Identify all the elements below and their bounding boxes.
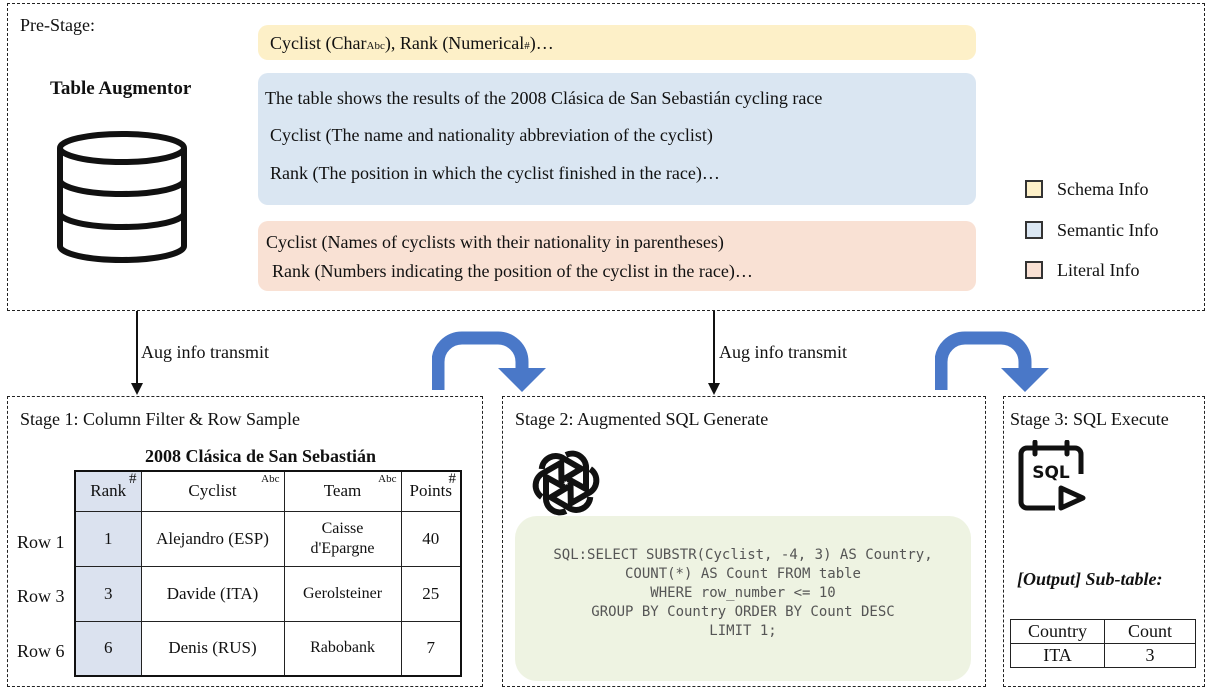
- stage2-panel: [502, 396, 986, 687]
- output-header: Count: [1104, 619, 1196, 644]
- row-label: Row 3: [17, 586, 65, 606]
- legend-label-literal: Literal Info: [1057, 260, 1140, 280]
- literal-info-box: [258, 221, 976, 291]
- stage1-panel: [7, 396, 483, 687]
- sql-line: WHERE row_number <= 10: [650, 585, 836, 601]
- sql-line: COUNT(*) AS Count FROM table: [624, 566, 861, 582]
- row-label: Row 6: [17, 641, 65, 661]
- table-cell: 7: [400, 620, 462, 677]
- literal-line: Rank (Numbers indicating the position of…: [272, 261, 753, 281]
- stage2-label: Stage 2: Augmented SQL Generate: [515, 409, 769, 429]
- curved-arrow-icon: [935, 331, 1049, 392]
- text-tag: Abc: [261, 473, 280, 485]
- table-cell: 40: [400, 510, 462, 567]
- down-arrow-stage1: [131, 311, 143, 395]
- output-header: Country: [1010, 619, 1105, 644]
- literal-line: Cyclist (Names of cyclists with their na…: [266, 232, 724, 252]
- sql-line: GROUP BY Country ORDER BY Count DESC: [591, 604, 895, 620]
- header-points: Points#: [400, 470, 462, 512]
- stage1-table-title: 2008 Clásica de San Sebastián: [145, 446, 377, 466]
- down-arrow-stage2: [708, 311, 720, 395]
- sql-code: SQL:SELECT SUBSTR(Cyclist, -4, 3) AS Cou…: [515, 546, 971, 641]
- prestage-label: Pre-Stage:: [20, 15, 95, 35]
- table-cell: Caisse d'Epargne: [283, 510, 402, 567]
- sql-line: SQL:SELECT SUBSTR(Cyclist, -4, 3) AS Cou…: [553, 547, 933, 563]
- legend-label-schema: Schema Info: [1057, 179, 1149, 199]
- output-cell: 3: [1104, 643, 1196, 668]
- transmit-label-2: Aug info transmit: [719, 342, 847, 362]
- stage3-label: Stage 3: SQL Execute: [1010, 409, 1169, 429]
- sql-execute-icon: SQL: [1018, 440, 1086, 511]
- table-cell: 25: [400, 565, 462, 622]
- prestage-panel: [7, 3, 1205, 311]
- legend-label-semantic: Semantic Info: [1057, 220, 1159, 240]
- table-augmentor-title: Table Augmentor: [50, 78, 192, 99]
- schema-info-box: [258, 25, 976, 60]
- legend-swatch-schema: [1025, 180, 1043, 198]
- transmit-label-1: Aug info transmit: [141, 342, 269, 362]
- table-cell: Rabobank: [283, 620, 402, 677]
- semantic-line: Cyclist (The name and nationality abbrev…: [270, 125, 713, 145]
- table-cell: Denis (RUS): [140, 620, 285, 677]
- output-label: [Output] Sub-table:: [1017, 569, 1163, 589]
- legend-swatch-semantic: [1025, 221, 1043, 239]
- database-icon: [57, 131, 187, 263]
- sql-line: LIMIT 1;: [709, 623, 777, 639]
- semantic-line: Rank (The position in which the cyclist …: [270, 163, 720, 183]
- stage3-panel: [1003, 396, 1205, 687]
- table-cell: 1: [74, 510, 142, 567]
- table-row: 1 Alejandro (ESP) Caisse d'Epargne 40: [74, 510, 462, 567]
- table-row: ITA 3: [1010, 643, 1196, 668]
- sql-icon-text: SQL: [1032, 463, 1070, 483]
- header-rank: Rank#: [74, 470, 142, 512]
- table-cell: Davide (ITA): [140, 565, 285, 622]
- curved-arrow-icon: [432, 331, 546, 392]
- legend-swatch-literal: [1025, 261, 1043, 279]
- output-cell: ITA: [1010, 643, 1105, 668]
- row-label: Row 1: [17, 532, 65, 552]
- text-tag: Abc: [378, 473, 397, 485]
- numeric-tag: #: [448, 471, 457, 487]
- semantic-info-box: [258, 73, 976, 205]
- openai-logo-icon: [532, 450, 600, 516]
- semantic-line: The table shows the results of the 2008 …: [265, 88, 823, 108]
- schema-info-text: Cyclist (CharAbc), Rank (Numerical#)…: [270, 33, 554, 53]
- table-row: 6 Denis (RUS) Rabobank 7: [74, 620, 462, 677]
- table-cell: 6: [74, 620, 142, 677]
- sql-code-box: [515, 516, 971, 681]
- stage1-label: Stage 1: Column Filter & Row Sample: [20, 409, 300, 429]
- table-cell: Alejandro (ESP): [140, 510, 285, 567]
- numeric-tag: #: [129, 471, 137, 487]
- table-cell: 3: [74, 565, 142, 622]
- table-cell: Gerolsteiner: [283, 565, 402, 622]
- output-table: Country Count ITA 3: [1010, 619, 1196, 668]
- table-row: 3 Davide (ITA) Gerolsteiner 25: [74, 565, 462, 622]
